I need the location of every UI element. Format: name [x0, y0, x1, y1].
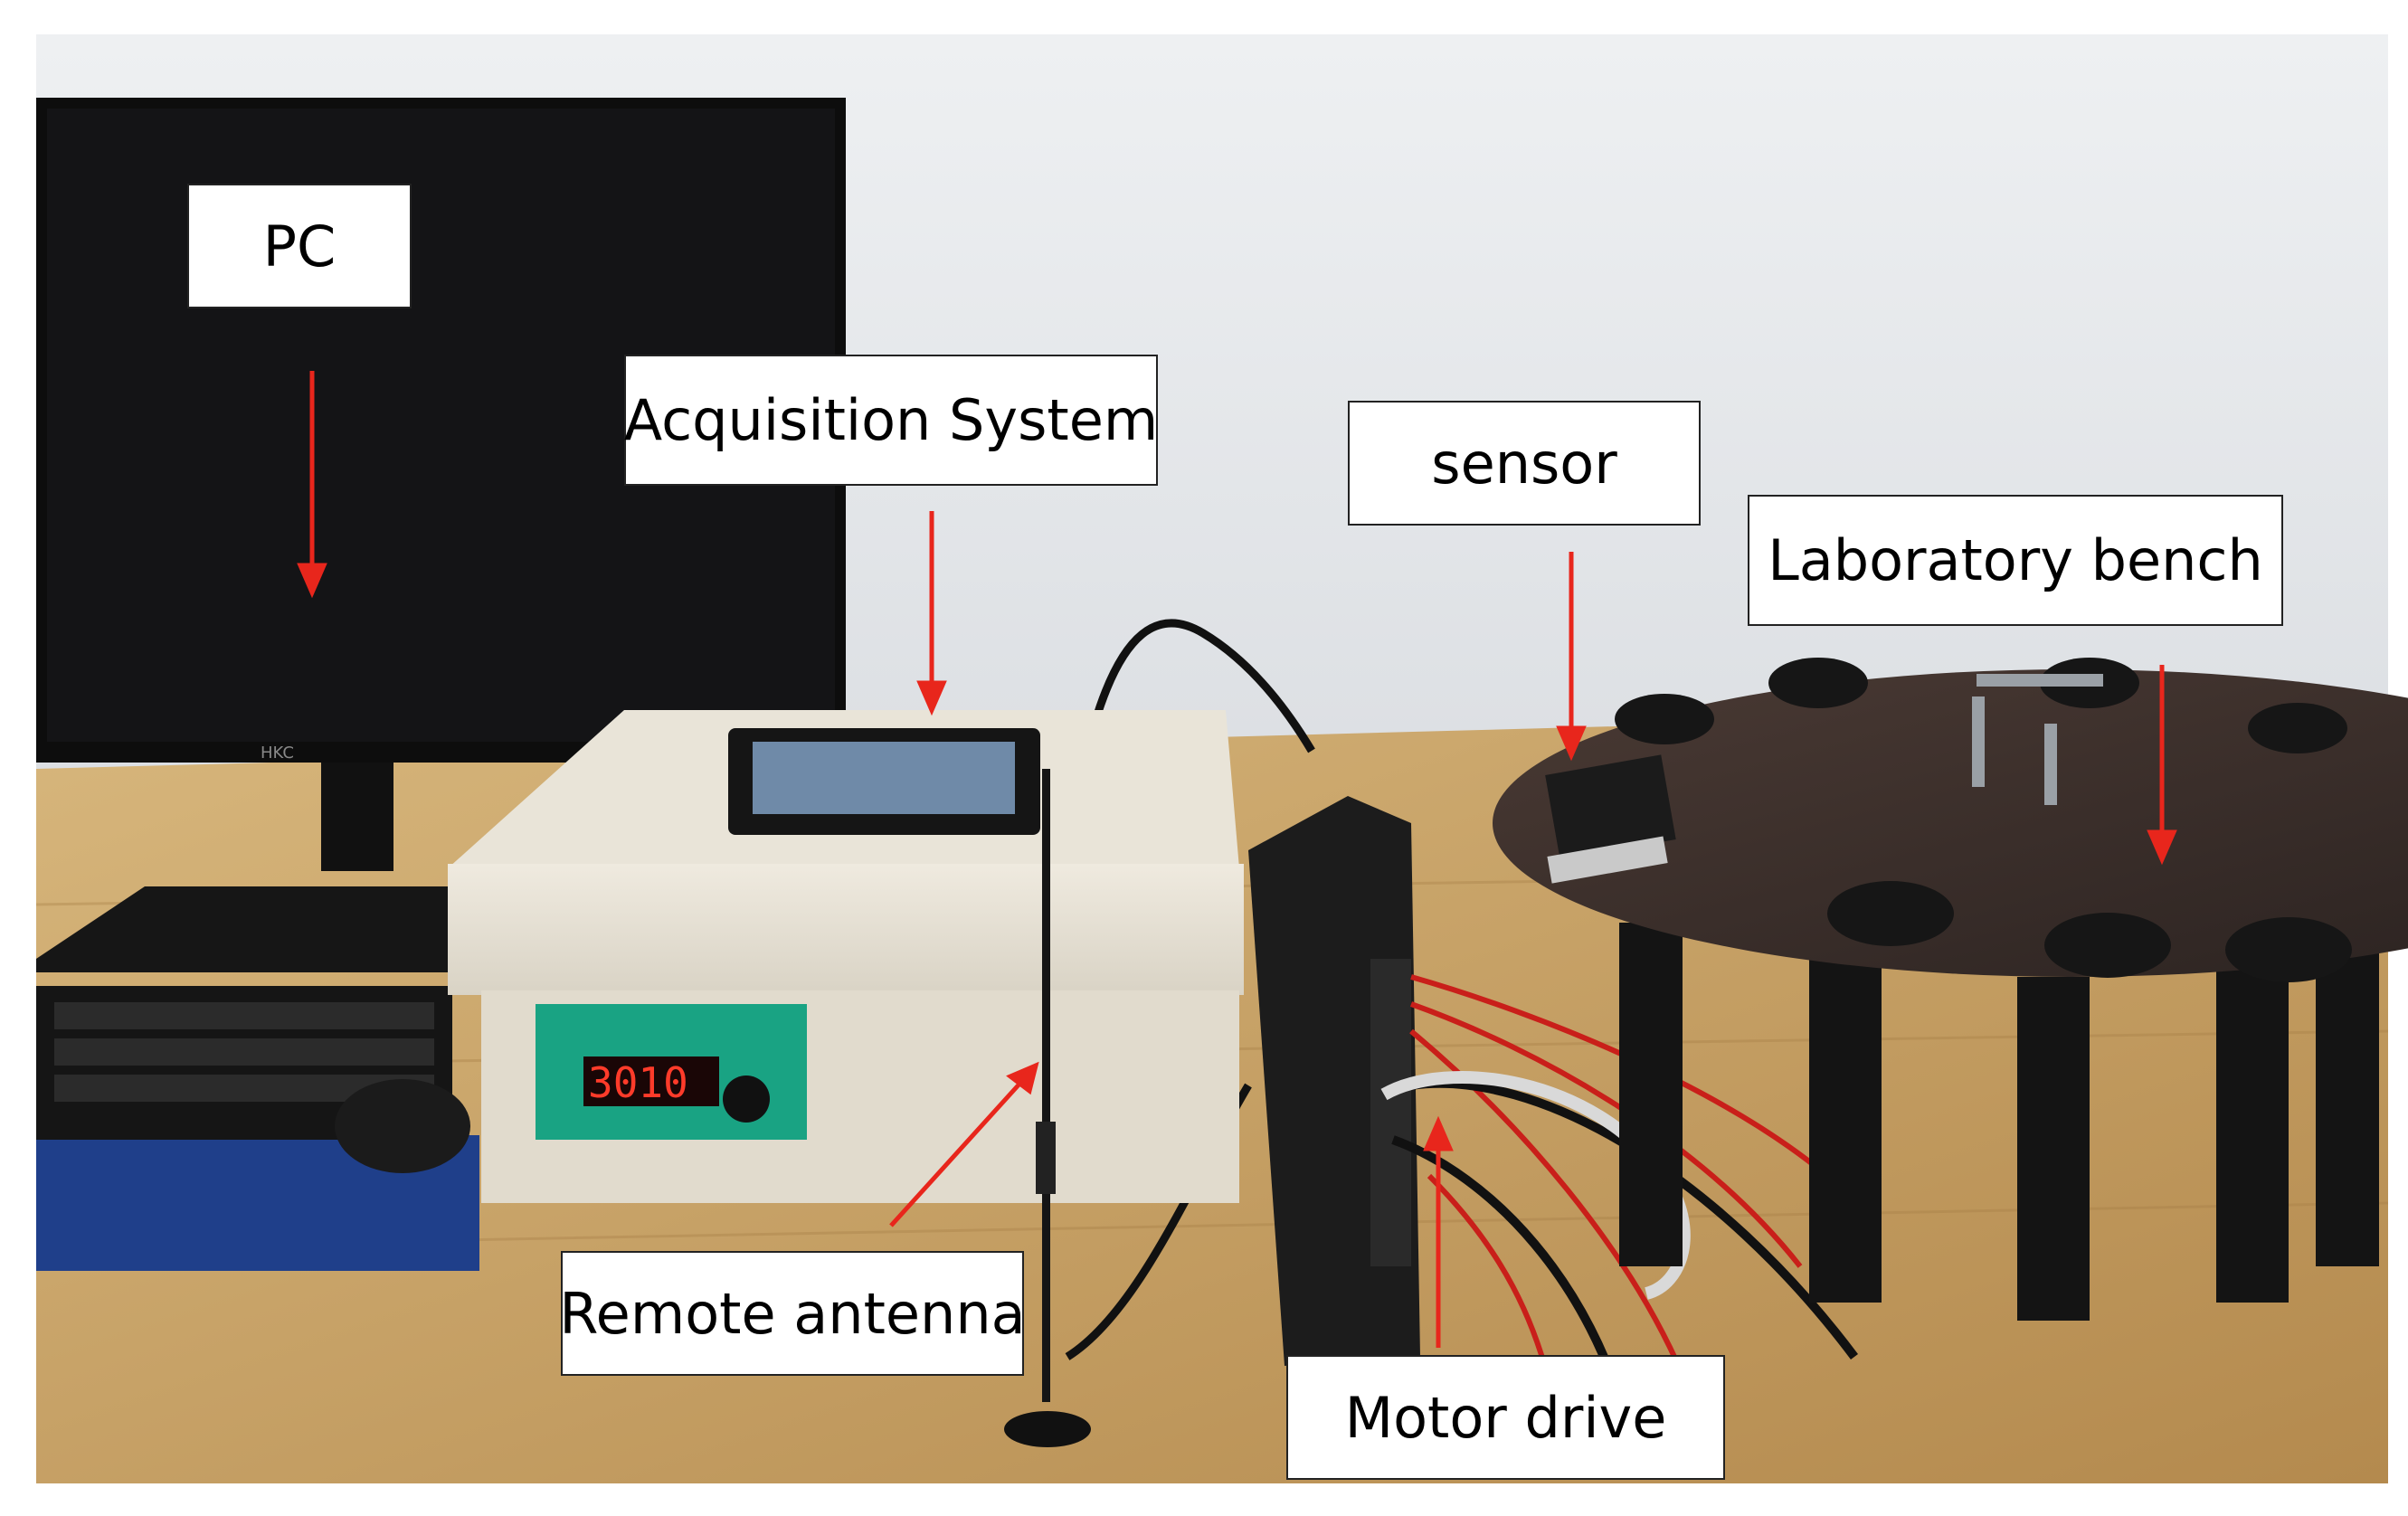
label-remote-antenna: Remote antenna — [559, 1251, 1026, 1376]
sensor-body — [1545, 754, 1676, 860]
arrow-sensor — [1556, 725, 1587, 762]
display-readout: 3010 — [588, 1058, 688, 1107]
label-motor-drive: Motor drive — [1286, 1355, 1725, 1480]
motor-drive — [1248, 796, 1858, 1431]
arrow-pc — [297, 563, 327, 599]
antenna — [1004, 769, 1091, 1447]
label-acquisition-system: Acquisition System — [624, 355, 1158, 486]
label-pc: PC — [187, 184, 412, 308]
arrow-antenna — [1006, 1061, 1039, 1095]
arrow-motor-drive — [1423, 1115, 1454, 1151]
label-sensor: sensor — [1348, 401, 1701, 526]
label-laboratory-bench: Laboratory bench — [1748, 495, 2283, 626]
keyboard — [36, 986, 479, 1271]
acquisition-box: 3010 — [448, 710, 1244, 1203]
monitor-brand: HKC — [261, 744, 294, 763]
arrow-bench — [2147, 829, 2177, 866]
annotation-arrows — [297, 371, 2177, 1348]
laboratory-bench — [1493, 658, 2408, 1321]
arrow-acquisition — [916, 680, 947, 716]
